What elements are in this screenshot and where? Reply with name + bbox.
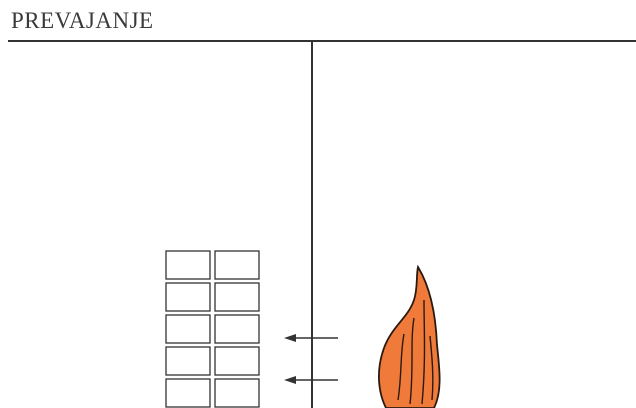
brick-stack <box>166 251 259 407</box>
brick <box>215 251 259 279</box>
brick <box>215 283 259 311</box>
brick <box>215 379 259 407</box>
brick <box>166 347 210 375</box>
brick <box>166 315 210 343</box>
flame-icon <box>379 267 440 408</box>
brick <box>166 283 210 311</box>
brick <box>166 379 210 407</box>
brick <box>215 347 259 375</box>
brick <box>166 251 210 279</box>
brick <box>215 315 259 343</box>
